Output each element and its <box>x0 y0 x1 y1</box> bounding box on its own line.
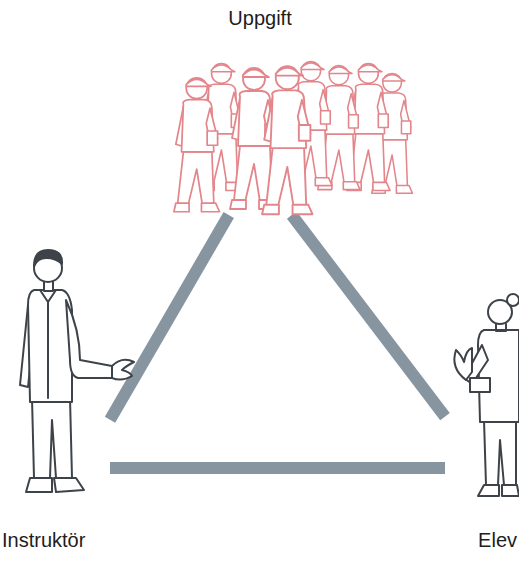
triangle-side <box>292 215 445 417</box>
walker-figure <box>262 66 312 214</box>
triangle-side <box>110 462 445 474</box>
figure-node: Elev <box>445 290 519 560</box>
walker-figure <box>174 78 220 212</box>
instructor-figure <box>20 250 134 492</box>
role-label: Elev <box>447 528 517 552</box>
figure-node: Instruktör <box>0 230 110 560</box>
figure-node: Uppgift <box>140 0 380 215</box>
student-figure <box>454 294 519 496</box>
role-label: Uppgift <box>142 6 378 30</box>
role-label: Instruktör <box>2 528 108 552</box>
group-figures <box>174 62 413 215</box>
triangle-side <box>110 215 229 420</box>
